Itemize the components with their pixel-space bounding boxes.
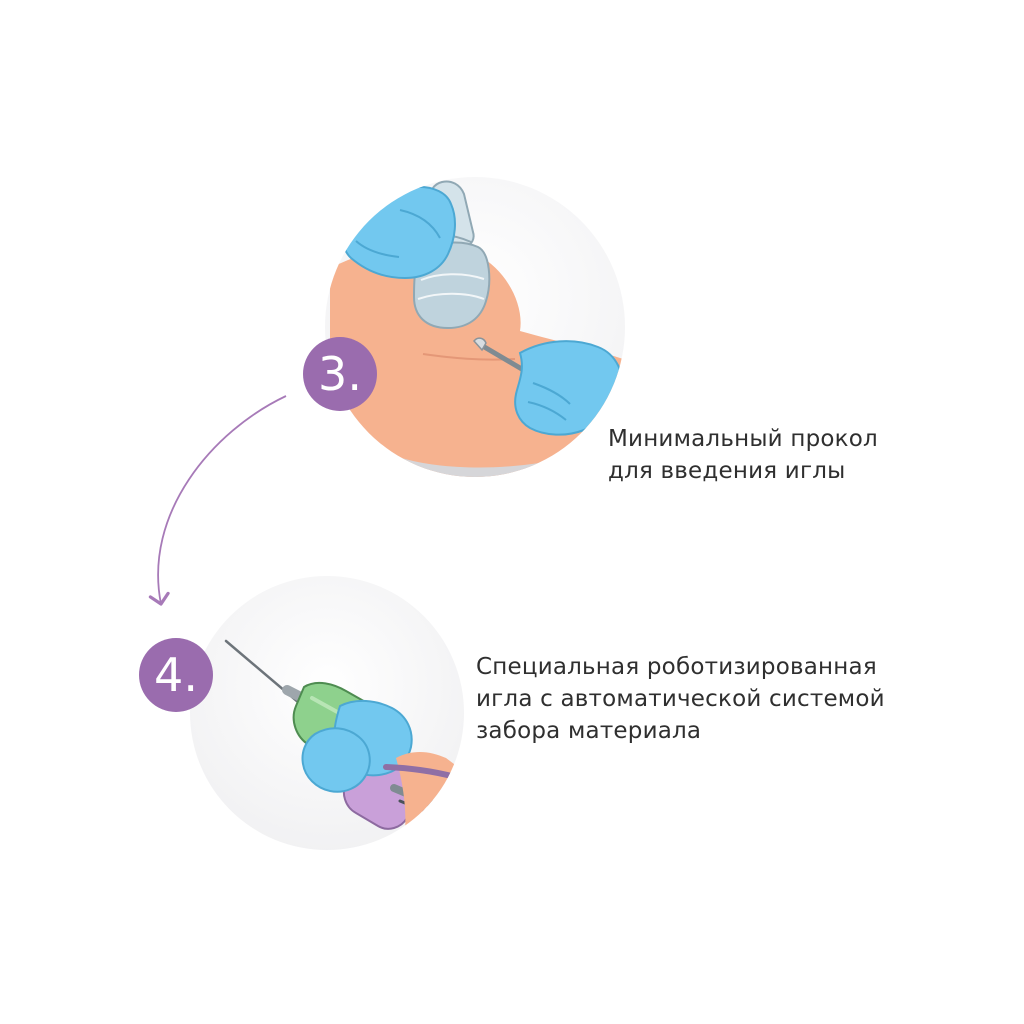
- step-4-badge: [139, 638, 213, 712]
- step-4-number: 4.: [154, 648, 198, 702]
- step-3-group: 3.: [303, 177, 625, 477]
- bottom-glove-icon: [301, 727, 371, 793]
- step-3-number: 3.: [318, 347, 362, 401]
- step-4-caption: Специальная роботизированная игла с авто…: [476, 651, 885, 747]
- step-4-caption-line-1: Специальная роботизированная: [476, 654, 877, 680]
- step-4-caption-line-3: забора материала: [476, 718, 702, 744]
- step-3-caption-line-1: Минимальный прокол: [608, 426, 878, 452]
- step-3-badge: [303, 337, 377, 411]
- step-3-caption-line-2: для введения иглы: [608, 458, 846, 484]
- transition-arrow: [148, 395, 287, 606]
- step-4-caption-line-2: игла с автоматической системой: [476, 686, 885, 712]
- step-4-group: 4.: [139, 576, 464, 850]
- step-3-caption: Минимальный прокол для введения иглы: [608, 423, 878, 487]
- right-glove-icon: [514, 340, 624, 436]
- left-glove-icon: [341, 185, 456, 280]
